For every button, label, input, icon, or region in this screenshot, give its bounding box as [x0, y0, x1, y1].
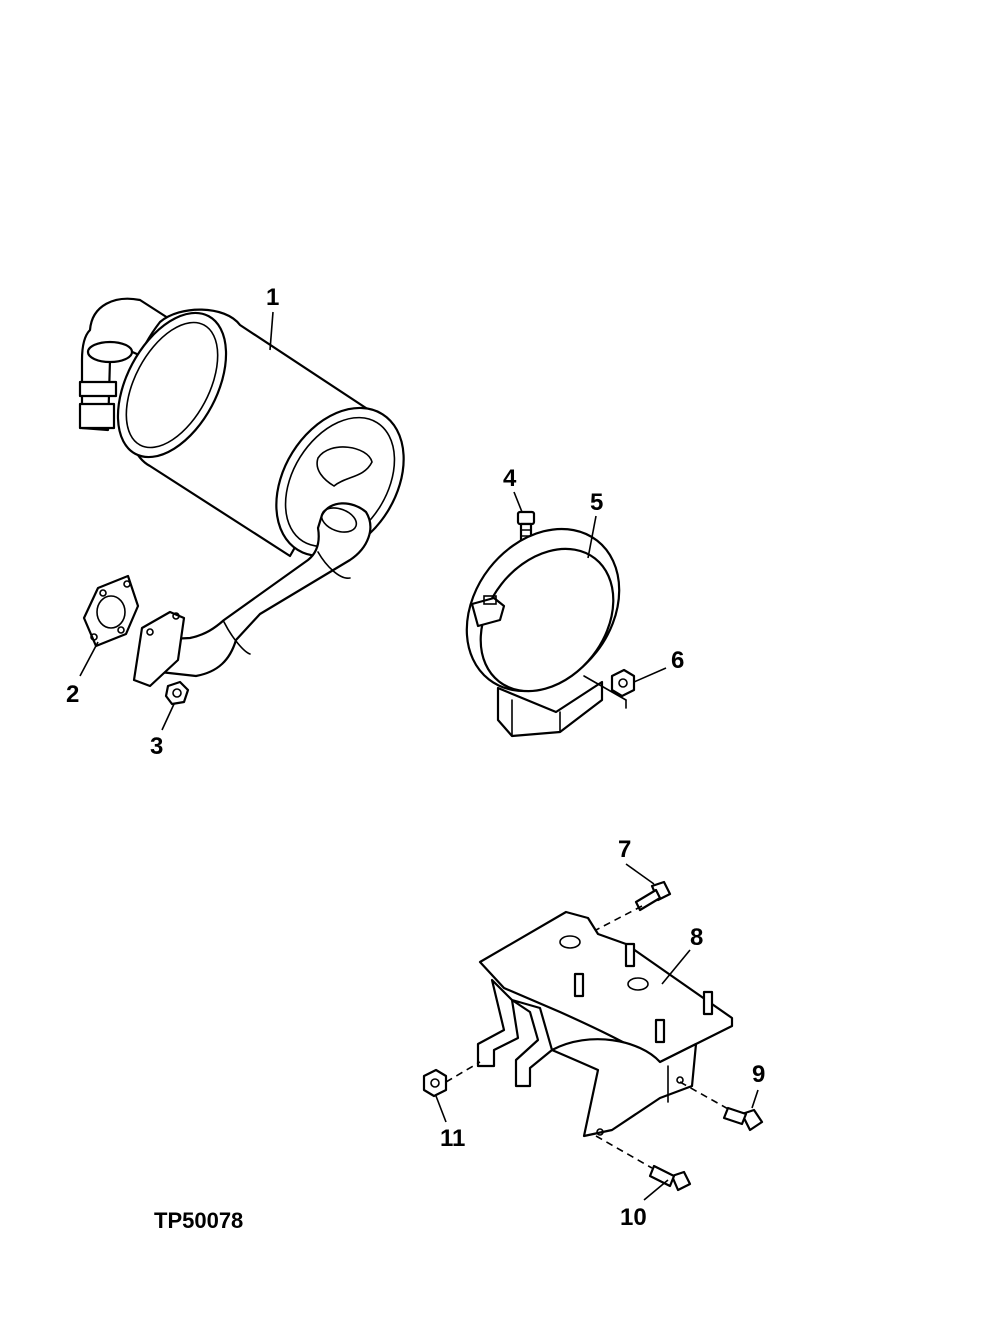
clamp-band-icon: [465, 527, 627, 738]
nut-icon: [610, 668, 636, 698]
callout-11: 11: [440, 1125, 465, 1152]
callout-10: 10: [620, 1204, 647, 1231]
nut-icon: [422, 1068, 448, 1098]
nut-icon: [164, 680, 190, 706]
callout-1: 1: [266, 284, 279, 311]
callout-9: 9: [752, 1061, 765, 1088]
callout-8: 8: [690, 924, 703, 951]
callout-2: 2: [66, 681, 79, 708]
callout-5: 5: [590, 489, 603, 516]
bolt-icon: [722, 1106, 764, 1132]
muffler-icon: [78, 297, 405, 688]
gasket-icon: [82, 574, 140, 648]
callout-3: 3: [150, 733, 163, 760]
figure-id: TP50078: [154, 1208, 243, 1233]
bolt-icon: [648, 1164, 692, 1192]
bracket-icon: [476, 910, 734, 1138]
assembly-lines: [445, 905, 731, 1169]
leader-lines: [79, 311, 759, 1201]
callout-6: 6: [671, 647, 684, 674]
callouts: 1 2 3 4 5 6 7 8 9 10 11: [66, 284, 765, 1231]
callout-7: 7: [618, 836, 631, 863]
bolt-icon: [634, 880, 672, 912]
callout-4: 4: [503, 465, 517, 492]
